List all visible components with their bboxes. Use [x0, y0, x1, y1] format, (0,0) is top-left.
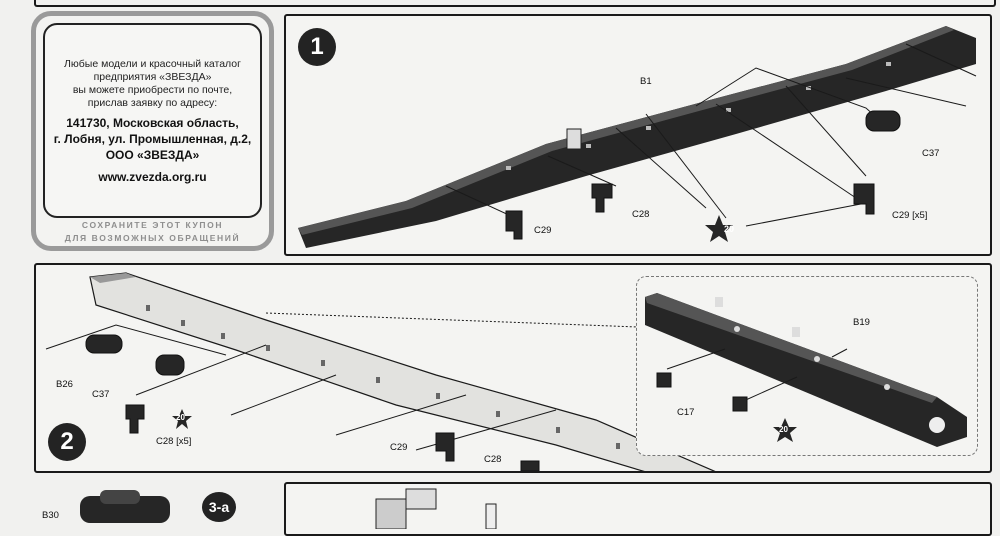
coupon-address-line1: 141730, Московская область, [66, 116, 239, 130]
label-b1: B1 [640, 76, 652, 87]
label-b26: B26 [56, 379, 73, 390]
label-c28: C28 [484, 454, 502, 465]
top-frame-edge [34, 0, 996, 7]
coupon-website: www.zvezda.org.ru [98, 170, 207, 184]
step2-detail-callout: B19 C17 20 [636, 276, 978, 456]
glue-number: 20 [779, 425, 788, 434]
step3a-number-badge: 3-a [202, 492, 236, 522]
glue-number: 20 [176, 413, 185, 422]
label-c28: C28 [632, 209, 650, 220]
coupon-address-line2: г. Лобня, ул. Промышленная, д.2, [53, 132, 252, 146]
c17-part [656, 372, 672, 388]
c28-part-3 [520, 460, 540, 471]
b1-rail-top [298, 26, 954, 235]
c37-part-2 [155, 354, 185, 376]
glue-star-icon-3 [773, 418, 797, 442]
label-c29-x5: C29 [x5] [892, 210, 928, 221]
coupon-text-line3: вы можете приобрести по почте, [72, 84, 233, 96]
c29-part-left [505, 210, 523, 240]
label-c37: C37 [92, 389, 110, 400]
glue-star-icon-2 [172, 409, 192, 429]
c28-part [591, 183, 613, 213]
c29-part-right [853, 183, 875, 215]
label-c29: C29 [390, 442, 408, 453]
c37-part [865, 110, 901, 132]
step1-number-badge: 1 [298, 28, 336, 66]
center-bracket [566, 128, 582, 150]
label-c29: C29 [534, 225, 552, 236]
c17-part-b [732, 396, 748, 412]
coupon-footer-line1: СОХРАНИТЕ ЭТОТ КУПОН [81, 220, 224, 230]
coupon-text-line4: прислав заявку по адресу: [87, 97, 218, 109]
label-c17: C17 [677, 407, 695, 418]
label-b19: B19 [853, 317, 870, 328]
c28-part-2 [125, 404, 145, 434]
step3-panel [284, 482, 992, 536]
step2-illustration [45, 272, 716, 471]
step1-illustration [298, 26, 977, 248]
coupon-address-line3: ООО «ЗВЕЗДА» [105, 148, 200, 162]
step2-number-badge: 2 [48, 423, 86, 461]
coupon-text-line2: предприятия «ЗВЕЗДА» [93, 71, 212, 83]
glue-number: 20 [724, 224, 735, 234]
label-c37: C37 [922, 148, 940, 159]
label-b30: B30 [42, 510, 59, 521]
c29-part-2 [435, 432, 455, 462]
coupon-inner-frame: Любые модели и красочный каталог предпри… [43, 23, 262, 218]
label-c28-x5: C28 [x5] [156, 436, 192, 447]
step3-part-b30 [60, 490, 190, 523]
b19-rail-dark [645, 293, 967, 447]
b26-part [85, 334, 123, 354]
b19-rail-light [89, 272, 716, 471]
coupon: Любые модели и красочный каталог предпри… [31, 11, 274, 251]
coupon-text-line1: Любые модели и красочный каталог [64, 58, 241, 70]
coupon-footer-line2: ДЛЯ ВОЗМОЖНЫХ ОБРАЩЕНИЙ [64, 233, 241, 243]
glue-star-icon [705, 215, 733, 242]
step1-panel: 1 B1 C37 C28 C29 C29 [x5] 20 [284, 14, 992, 256]
detail-illustration [645, 293, 967, 447]
